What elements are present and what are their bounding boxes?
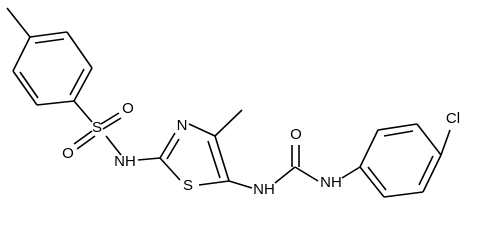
ring-to-sulfur-bond <box>73 100 93 123</box>
ring-a-bond <box>29 31 68 38</box>
thiazole-double-bond <box>207 140 221 179</box>
oxygen-label: O <box>122 100 134 117</box>
sulfur-label: S <box>183 177 193 194</box>
thiazole-to-nh-bond <box>228 180 253 189</box>
methyl-bond <box>6 7 31 38</box>
oxygen-label: O <box>62 145 74 162</box>
nh-to-ring-bond <box>341 166 361 179</box>
sulfonyl-double-bond <box>76 135 96 150</box>
tolyl-group <box>6 7 93 106</box>
ring-a-bond <box>36 100 75 106</box>
nh-to-thiazole-bond <box>137 157 161 161</box>
ring-b-double-bond <box>383 130 414 137</box>
nh-label: NH <box>114 153 136 170</box>
ring-a-double-bond <box>19 71 39 99</box>
sulfonyl-group <box>73 100 122 156</box>
nh-to-carbonyl-bond <box>274 166 296 184</box>
thiazole-bond <box>159 157 181 181</box>
methyl-bond <box>214 109 243 137</box>
ring-b-double-bond <box>418 155 434 186</box>
sulfur-nitrogen-bond <box>105 135 122 156</box>
ring-b-double-bond <box>367 166 387 191</box>
sulfonyl-double-bond <box>100 112 120 125</box>
nh-label: NH <box>253 181 275 198</box>
nitrogen-label: N <box>177 117 188 134</box>
ring-a-bond <box>12 36 31 72</box>
chemical-structure-diagram: O S O NH N S NH O NH Cl <box>6 7 460 198</box>
ring-a-double-bond <box>69 68 85 96</box>
sulfur-label: S <box>92 119 102 136</box>
ring-b-bond <box>377 123 418 131</box>
ring-b-bond <box>359 129 379 168</box>
atom-labels: O S O NH N S NH O NH Cl <box>62 100 460 198</box>
chlorophenyl-group <box>359 123 451 198</box>
thiazole-double-bond <box>166 138 180 160</box>
carbonyl-to-nh-bond <box>294 166 319 182</box>
urea-group <box>228 145 361 189</box>
nh-label: NH <box>320 174 342 191</box>
oxygen-label: O <box>290 126 302 143</box>
ring-b-bond <box>416 123 442 156</box>
sulfonyl-double-bond <box>73 130 93 145</box>
carbon-chlorine-bond <box>440 129 451 156</box>
ring-b-bond <box>359 166 385 198</box>
ring-a-bond <box>66 31 93 69</box>
thiazole-bond <box>198 180 230 186</box>
ring-b-bond <box>422 154 442 193</box>
ring-a-double-bond <box>34 38 65 44</box>
chlorine-label: Cl <box>446 110 460 127</box>
thiazole-bond <box>188 123 216 137</box>
ring-a-bond <box>73 67 93 102</box>
ring-a-bond <box>12 70 38 106</box>
thiazole-double-bond <box>159 132 176 159</box>
ring-b-bond <box>383 191 424 198</box>
thiazole-bond <box>214 135 230 182</box>
thiazole-ring <box>137 109 243 186</box>
sulfonyl-double-bond <box>102 117 122 130</box>
